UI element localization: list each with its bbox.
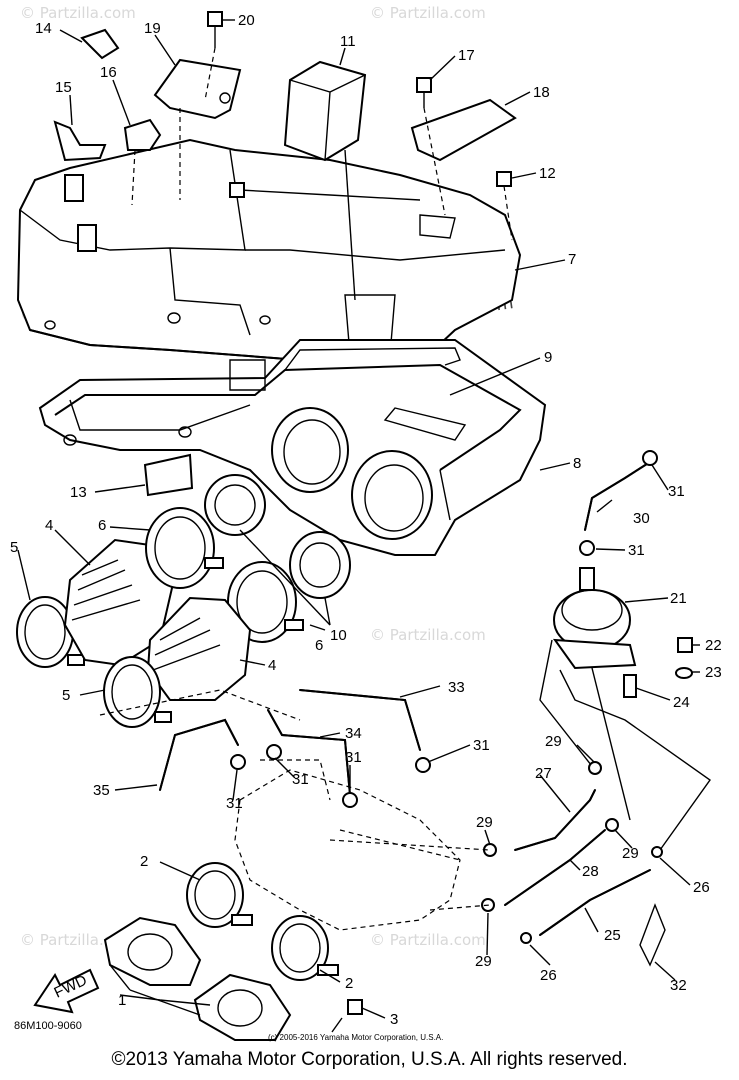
label-6b: 6: [315, 637, 323, 654]
watermark: © Partzilla.com: [370, 931, 486, 949]
label-31d: 31: [668, 483, 685, 500]
label-2a: 2: [140, 853, 148, 870]
label-31e: 31: [292, 771, 309, 788]
label-13: 13: [70, 484, 87, 501]
top-hardware: [53, 11, 517, 301]
label-2b: 2: [345, 975, 353, 992]
label-10: 10: [330, 627, 347, 644]
small-copyright: (c) 2005-2016 Yamaha Motor Corporation, …: [268, 1033, 444, 1042]
label-27: 27: [535, 765, 552, 782]
forward-arrow: FWD: [33, 968, 100, 1014]
watermark: © Partzilla.com: [20, 4, 136, 22]
label-29b: 29: [476, 814, 493, 831]
label-21: 21: [670, 590, 687, 607]
label-31b: 31: [345, 749, 362, 766]
part-labels: 14 15 16 19 20 11 17 18 12 7 9 8 13 4 6 …: [10, 12, 722, 1028]
air-cleaner-case: [38, 339, 547, 556]
label-12: 12: [539, 165, 556, 182]
label-29c: 29: [622, 845, 639, 862]
copyright-notice: ©2013 Yamaha Motor Corporation, U.S.A. A…: [111, 1049, 628, 1070]
intake-joints: [16, 474, 351, 728]
label-26a: 26: [693, 879, 710, 896]
label-31c: 31: [473, 737, 490, 754]
label-14: 14: [35, 20, 52, 37]
vent-hoses: [159, 689, 431, 808]
label-22: 22: [705, 637, 722, 654]
label-30: 30: [633, 510, 650, 527]
label-20: 20: [238, 12, 255, 29]
label-1: 1: [118, 992, 126, 1009]
label-11: 11: [340, 33, 356, 50]
label-24: 24: [673, 694, 690, 711]
label-9: 9: [544, 349, 552, 366]
carb-manifolds: [103, 862, 363, 1041]
label-23: 23: [705, 664, 722, 681]
label-7: 7: [568, 251, 576, 268]
label-29d: 29: [475, 953, 492, 970]
label-34: 34: [345, 725, 362, 742]
fuel-pump: [329, 450, 711, 967]
label-35: 35: [93, 782, 110, 799]
watermark: © Partzilla.com: [370, 4, 486, 22]
label-32: 32: [670, 977, 687, 994]
label-31a: 31: [226, 795, 243, 812]
watermark: © Partzilla.com: [370, 626, 486, 644]
label-8: 8: [573, 455, 581, 472]
label-5b: 5: [62, 687, 70, 704]
label-5a: 5: [10, 539, 18, 556]
leader-lines: [17, 19, 700, 1019]
label-19: 19: [144, 20, 161, 37]
label-15: 15: [55, 79, 72, 96]
air-cleaner-cover: [16, 138, 522, 374]
label-33: 33: [448, 679, 465, 696]
label-29a: 29: [545, 733, 562, 750]
label-3: 3: [390, 1011, 398, 1028]
label-18: 18: [533, 84, 550, 101]
label-28: 28: [582, 863, 599, 880]
label-4b: 4: [268, 657, 276, 674]
label-17: 17: [458, 47, 475, 64]
label-26b: 26: [540, 967, 557, 984]
carburetor-reference: [234, 759, 461, 931]
label-4a: 4: [45, 517, 53, 534]
label-16: 16: [100, 64, 117, 81]
label-31f: 31: [628, 542, 645, 559]
label-25: 25: [604, 927, 621, 944]
diagram-reference: 86M100-9060: [14, 1020, 82, 1032]
label-6a: 6: [98, 517, 106, 534]
